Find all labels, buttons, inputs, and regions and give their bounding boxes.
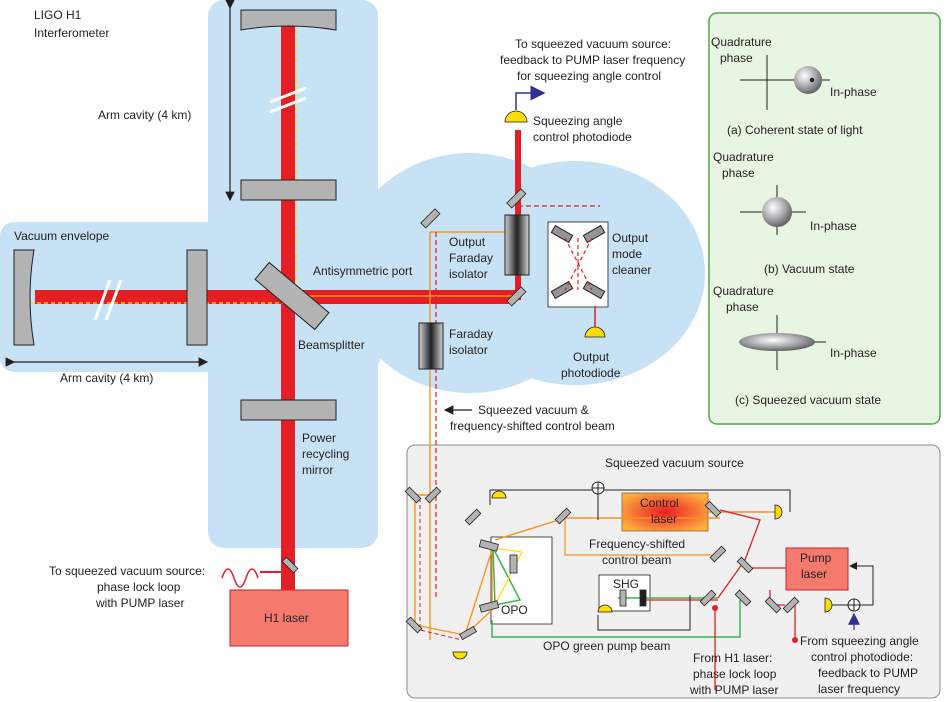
test-masses — [13, 9, 337, 421]
pll-left-3: with PUMP laser — [96, 596, 185, 610]
output-faraday-2: Faraday — [449, 251, 494, 265]
from-sqz-1: From squeezing angle — [800, 634, 919, 648]
title-line-1: LIGO H1 — [34, 8, 82, 22]
from-sqz-2: control photodiode: — [811, 650, 914, 664]
opo-label: OPO — [501, 603, 528, 617]
control-laser-1: Control — [640, 496, 679, 510]
from-h1-3: with PUMP laser — [690, 683, 779, 697]
h1-laser-label: H1 laser — [264, 611, 309, 625]
control-laser-box — [621, 492, 709, 532]
arm-cavity-horizontal-label: Arm cavity (4 km) — [60, 371, 154, 385]
control-laser-2: laser — [651, 512, 678, 526]
phase-a-caption: (a) Coherent state of light — [727, 123, 863, 137]
vacuum-envelope-label: Vacuum envelope — [14, 229, 110, 243]
sqz-feedback-2: feedback to PUMP laser frequency — [500, 53, 686, 67]
pll-left-2: phase lock loop — [97, 580, 181, 594]
sqz-angle-pd-2: control photodiode — [533, 130, 632, 144]
squeezed-source-internals — [404, 481, 874, 690]
freq-shifted-1: Frequency-shifted — [589, 537, 686, 551]
h1-laser-box — [229, 589, 349, 647]
pump-laser-box — [785, 547, 849, 591]
from-h1-1: From H1 laser: — [693, 651, 773, 665]
antisymmetric-port-label: Antisymmetric port — [313, 264, 413, 278]
arm-cavity-vertical-label: Arm cavity (4 km) — [98, 108, 192, 122]
sqz-source-title: Squeezed vacuum source — [605, 456, 744, 470]
pump-laser-2: laser — [801, 567, 828, 581]
faraday-1: Faraday — [449, 327, 494, 341]
phase-space-panel — [708, 12, 941, 425]
power-recycling-3: mirror — [302, 463, 334, 477]
phase-a-quad-2: phase — [720, 51, 753, 65]
pll-left-signal — [221, 568, 259, 588]
break-marks — [93, 86, 307, 321]
sqz-vac-ctrl-2: frequency-shifted control beam — [450, 419, 615, 433]
power-recycling-2: recycling — [302, 447, 350, 461]
from-sqz-4: laser frequency — [818, 682, 901, 696]
pump-laser-1: Pump — [800, 551, 832, 565]
phase-a-quad-1: Quadrature — [711, 35, 772, 49]
omc-2: mode — [612, 247, 643, 261]
omc-3: cleaner — [612, 263, 652, 277]
phase-b-quad-1: Quadrature — [713, 150, 774, 164]
phase-c-caption: (c) Squeezed vacuum state — [735, 393, 882, 407]
phase-diagram-c — [739, 315, 826, 370]
feedback-arrow-top — [515, 85, 546, 110]
phase-b-inphase: In-phase — [810, 219, 857, 233]
phase-b-quad-2: phase — [722, 166, 755, 180]
freq-shifted-2: control beam — [602, 553, 672, 567]
phase-a-inphase: In-phase — [830, 85, 877, 99]
phase-c-quad-1: Quadrature — [713, 284, 774, 298]
sqz-feedback-3: for squeezing angle control — [517, 69, 662, 83]
faraday-2: isolator — [449, 343, 488, 357]
phase-b-caption: (b) Vacuum state — [764, 262, 855, 276]
output-optics — [418, 85, 609, 640]
beamsplitter-label: Beamsplitter — [298, 338, 365, 352]
phase-c-inphase: In-phase — [830, 346, 877, 360]
output-pd-1: Output — [573, 350, 610, 364]
from-h1-2: phase lock loop — [693, 667, 777, 681]
phase-c-quad-2: phase — [726, 300, 759, 314]
sqz-vac-ctrl-1: Squeezed vacuum & — [478, 403, 589, 417]
output-pd-2: photodiode — [561, 366, 621, 380]
pll-left-1: To squeezed vacuum source: — [49, 564, 206, 578]
omc-1: Output — [612, 231, 649, 245]
shg-label: SHG — [613, 577, 640, 591]
squeezed-source-panel — [406, 444, 941, 699]
opo-green-label: OPO green pump beam — [543, 639, 671, 653]
output-faraday-1: Output — [449, 235, 486, 249]
title-line-2: Interferometer — [34, 26, 110, 40]
phase-diagram-b — [740, 185, 806, 235]
phase-diagram-a — [740, 55, 830, 110]
sqz-angle-pd-1: Squeezing angle — [533, 114, 623, 128]
power-recycling-1: Power — [302, 431, 337, 445]
output-faraday-3: isolator — [449, 267, 488, 281]
from-sqz-3: feedback to PUMP — [818, 666, 919, 680]
sqz-feedback-1: To squeezed vacuum source: — [515, 37, 672, 51]
